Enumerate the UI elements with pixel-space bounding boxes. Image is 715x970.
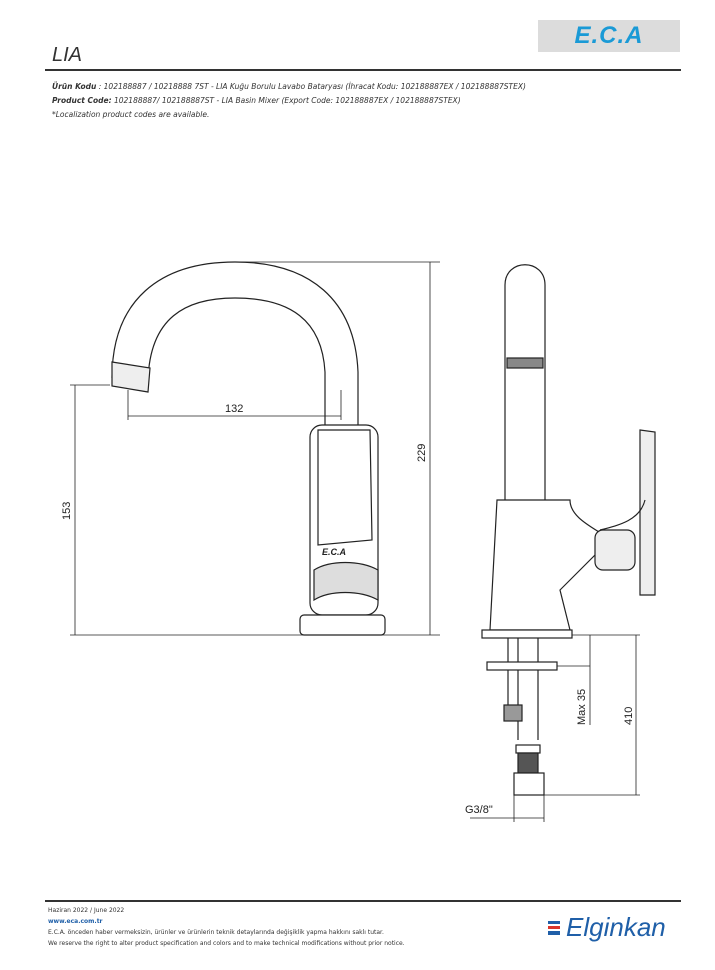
- dim-spout-height: 153: [61, 502, 73, 520]
- eca-logo: E.C.A: [538, 20, 680, 52]
- footer-date: Haziran 2022 / June 2022: [48, 907, 125, 914]
- body-mark: E.C.A: [322, 547, 346, 557]
- page-title: LIA: [52, 44, 83, 66]
- eca-logo-text: E.C.A: [574, 22, 644, 49]
- footer-website-link[interactable]: www.eca.com.tr: [48, 918, 103, 925]
- product-code-tr: Ürün Kodu : 102188887 / 10218888 7ST - L…: [52, 82, 526, 91]
- product-code-tr-label: Ürün Kodu: [52, 82, 97, 91]
- footer-disclaimer-tr: E.C.A. önceden haber vermeksizin, ürünle…: [48, 929, 384, 936]
- side-view: Max 35 410 G3/8": [465, 264, 656, 822]
- dim-max-thickness: Max 35: [576, 689, 588, 725]
- product-code-en-label: Product Code:: [52, 96, 112, 105]
- dim-connection: G3/8": [465, 804, 493, 816]
- dim-spout-reach: 132: [225, 403, 243, 415]
- dim-hose-length: 410: [623, 707, 635, 725]
- footer-divider: [45, 900, 681, 902]
- product-code-en-value: 102188887/ 102188887ST - LIA Basin Mixer…: [111, 96, 461, 105]
- footer-disclaimer-en: We reserve the right to alter product sp…: [48, 940, 405, 947]
- elginkan-logo-icon: [548, 920, 560, 935]
- elginkan-logo: Elginkan: [548, 912, 666, 943]
- localization-note: *Localization product codes are availabl…: [52, 110, 210, 119]
- header-divider: [45, 69, 681, 71]
- product-code-tr-value: : 102188887 / 10218888 7ST - LIA Kuğu Bo…: [98, 82, 526, 91]
- product-code-en: Product Code: 102188887/ 102188887ST - L…: [52, 96, 461, 105]
- elginkan-logo-text: Elginkan: [566, 912, 666, 942]
- front-view: E.C.A 132 153 229: [61, 261, 440, 636]
- dim-total-height: 229: [416, 444, 428, 462]
